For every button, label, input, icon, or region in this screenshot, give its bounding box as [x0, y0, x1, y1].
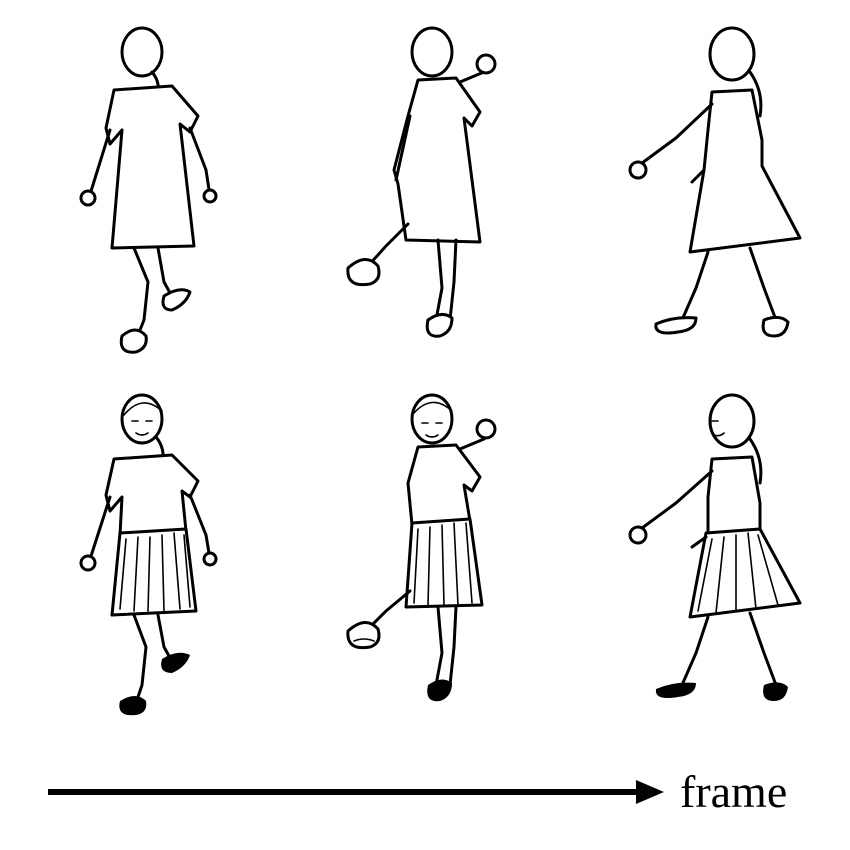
- frame-3-sketch: [600, 385, 840, 725]
- arrow-head-icon: [636, 780, 664, 804]
- frame-3-silhouette: [600, 20, 840, 360]
- frame-1-silhouette: [40, 20, 280, 360]
- frame-2-silhouette: [310, 20, 550, 360]
- pose-sequence-grid: [40, 20, 840, 725]
- frame-axis-arrow: [48, 762, 668, 822]
- axis-line: [48, 789, 640, 795]
- frame-2-sketch: [310, 385, 550, 725]
- frame-1-sketch: [40, 385, 280, 725]
- axis-label: frame: [680, 766, 788, 817]
